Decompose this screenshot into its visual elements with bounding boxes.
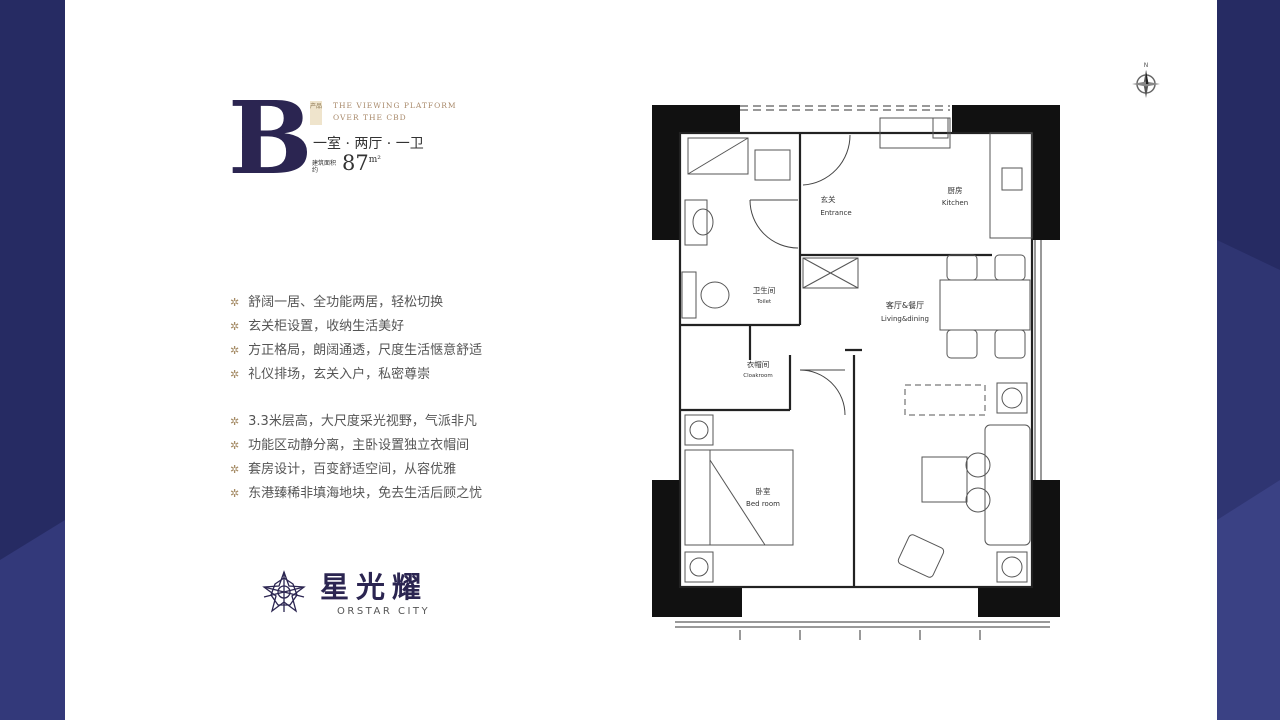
feature-item: ✲ 玄关柜设置，收纳生活美好	[230, 319, 405, 334]
room-bedroom-label: 卧室	[756, 486, 771, 496]
room-toilet-label: 卫生间	[753, 285, 776, 295]
room-cloakroom-en: Cloakroom	[743, 373, 773, 379]
compass-label: N	[1144, 62, 1149, 69]
fixtures	[681, 117, 1033, 319]
ornament-icon: ✲	[230, 487, 240, 500]
feature-item: ✲ 方正格局，朗阔通透，尺度生活惬意舒适	[230, 343, 483, 358]
ornament-icon: ✲	[230, 415, 240, 428]
feature-item: ✲ 3.3米层高，大尺度采光视野，气派非凡	[230, 414, 477, 429]
columns	[652, 105, 1060, 617]
area-unit: m²	[368, 155, 381, 165]
ornament-icon: ✲	[230, 368, 240, 381]
room-kitchen-en: Kitchen	[942, 199, 968, 207]
room-entrance-label: 玄关	[821, 194, 836, 204]
tagline: THE VIEWING PLATFORM OVER THE CBD	[333, 100, 457, 124]
area: 87m²	[342, 151, 381, 175]
ornament-icon: ✲	[230, 439, 240, 452]
compass-icon: N	[1132, 62, 1160, 98]
bedroom-furniture	[684, 414, 794, 583]
window-frames	[675, 105, 1050, 640]
star-emblem-icon	[262, 570, 306, 613]
room-living-en: Living&dining	[881, 315, 929, 323]
room-living-label: 客厅&餐厅	[886, 300, 924, 310]
feature-item: ✲ 礼仪排场，玄关入户，私密尊崇	[230, 367, 431, 382]
room-entrance-en: Entrance	[820, 209, 851, 217]
ornament-icon: ✲	[230, 320, 240, 333]
living-furniture	[897, 254, 1031, 583]
area-value: 87	[342, 151, 369, 175]
ornament-icon: ✲	[230, 296, 240, 309]
logo-english: ORSTAR CITY	[337, 606, 431, 617]
room-toilet-en: Toilet	[756, 299, 772, 305]
feature-item: ✲ 舒阔一居、全功能两居，轻松切换	[230, 295, 444, 310]
layout-type: 一室 · 两厅 · 一卫	[313, 136, 424, 152]
room-labels: 玄关 Entrance 厨房 Kitchen 卫生间 Toilet 客厅&餐厅 …	[743, 185, 968, 508]
tagline-line-2: OVER THE CBD	[333, 113, 407, 122]
room-cloakroom-label: 衣帽间	[747, 359, 770, 369]
doors	[749, 134, 851, 416]
logo-chinese: 星光耀	[320, 570, 429, 604]
floor-plan: 玄关 Entrance 厨房 Kitchen 卫生间 Toilet 客厅&餐厅 …	[652, 105, 1060, 640]
product-seal: 产品	[310, 101, 322, 125]
feature-item: ✲ 套房设计，百变舒适空间，从容优雅	[230, 462, 457, 477]
walls	[678, 131, 1034, 589]
unit-letter: B	[228, 79, 313, 197]
ornament-icon: ✲	[230, 463, 240, 476]
feature-item: ✲ 东港臻稀非填海地块，免去生活后顾之忧	[230, 486, 483, 501]
tagline-line-1: THE VIEWING PLATFORM	[333, 101, 457, 110]
room-bedroom-en: Bed room	[746, 500, 780, 508]
feature-item: ✲ 功能区动静分离，主卧设置独立衣帽间	[230, 438, 470, 453]
ornament-icon: ✲	[230, 344, 240, 357]
room-kitchen-label: 厨房	[948, 185, 963, 195]
area-label: 建筑面积约	[312, 160, 337, 174]
